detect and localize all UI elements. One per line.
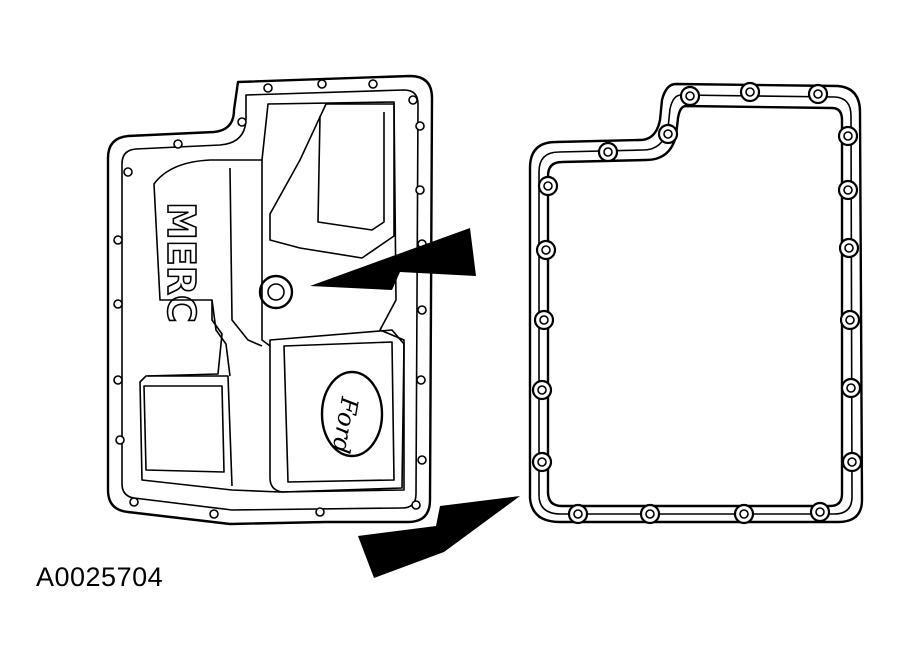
- gasket-bolt-holes: [531, 81, 863, 525]
- arrow-to-drain-plug: [310, 228, 476, 290]
- figure-id-label: A0025704: [36, 562, 164, 592]
- pan-embossed-text: MERC: [159, 202, 203, 323]
- pan-gasket: [528, 81, 864, 525]
- pan-bolt-holes: [113, 79, 427, 519]
- arrow-to-gasket: [358, 496, 520, 578]
- transmission-pan: MERC Ford: [106, 74, 434, 526]
- pan-logo-text: Ford: [326, 394, 364, 456]
